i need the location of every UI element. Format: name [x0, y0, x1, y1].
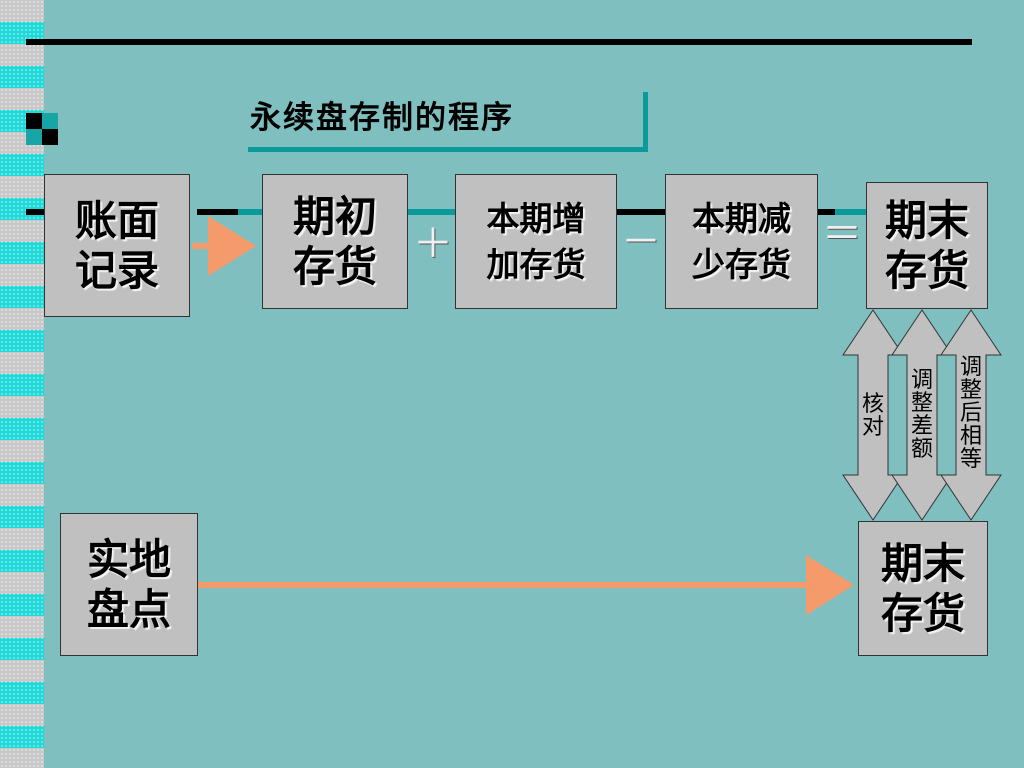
minus-operator: － [621, 219, 661, 265]
opening-inventory-label: 期初 存货 [292, 191, 377, 291]
book-record-label: 账面 记录 [74, 195, 159, 295]
equal-after-adjust-label: 调 整 后 相 等 [959, 355, 982, 472]
current-increase-label: 本期增 加存货 [486, 198, 586, 284]
top-rule [26, 39, 972, 45]
bullet-square-icon [26, 113, 58, 145]
page-title: 永续盘存制的程序 [250, 100, 514, 136]
title-frame [248, 92, 648, 152]
verify-label: 核 对 [861, 392, 884, 440]
ending-inventory-book-label: 期末 存货 [884, 195, 969, 295]
double-arrow-equal-after-adjust [940, 309, 1002, 521]
equals-operator: ＝ [822, 211, 862, 257]
adjust-difference-label: 调 整 差 额 [910, 368, 933, 462]
double-arrows-group [842, 309, 1002, 521]
opening-inventory-box: 期初 存货 [262, 174, 408, 309]
book-record-box: 账面 记录 [44, 174, 190, 317]
ending-inventory-book-box: 期末 存货 [866, 182, 988, 309]
plus-operator: ＋ [413, 221, 453, 267]
physical-count-label: 实地 盘点 [86, 534, 171, 634]
physical-count-box: 实地 盘点 [60, 513, 198, 656]
current-increase-box: 本期增 加存货 [455, 174, 617, 309]
ending-inventory-physical-label: 期末 存货 [880, 538, 965, 638]
current-decrease-box: 本期减 少存货 [665, 174, 818, 309]
current-decrease-label: 本期减 少存货 [692, 198, 791, 284]
ending-inventory-physical-box: 期末 存货 [858, 521, 988, 656]
